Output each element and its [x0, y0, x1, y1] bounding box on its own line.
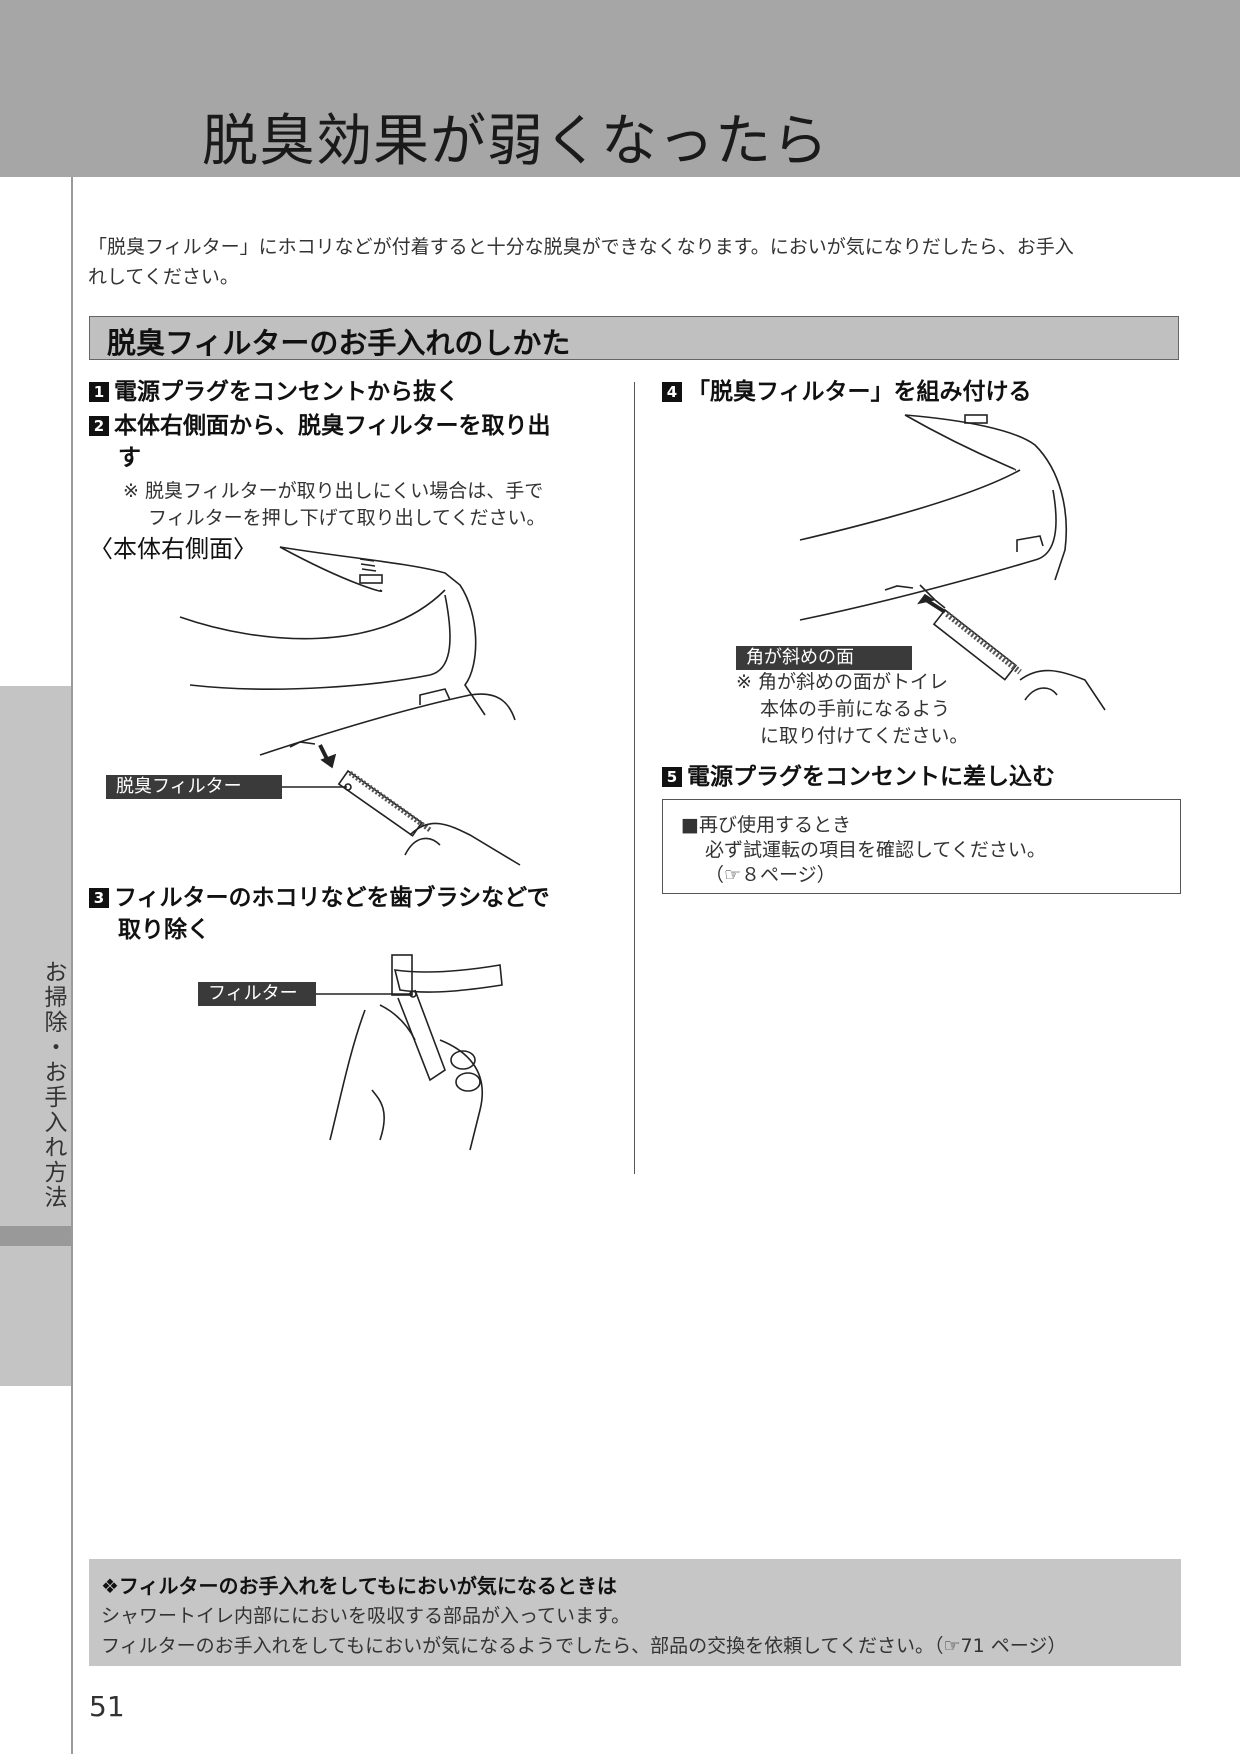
footer-line: シャワートイレ内部ににおいを吸収する部品が入っています。	[101, 1605, 631, 1627]
step-4-note: ※ 角が斜めの面がトイレ 本体の手前になるよう に取り付けてください。	[736, 669, 968, 750]
page-header: 脱臭効果が弱くなったら	[0, 0, 1240, 177]
chapter-tab	[0, 686, 71, 1386]
step-number: 5	[662, 767, 682, 787]
filter-callout-leader	[282, 783, 352, 791]
footer-heading: ❖フィルターのお手入れをしてもにおいが気になるときは	[101, 1574, 617, 1598]
section-title: 脱臭フィルターのお手入れのしかた	[107, 326, 571, 360]
filter-cleaning-illustration	[329, 954, 503, 1151]
reuse-line: 必ず試運転の項目を確認してください。	[705, 839, 1046, 861]
section-heading: 脱臭フィルターのお手入れのしかた	[89, 316, 1179, 360]
intro-line: れしてください。	[88, 266, 239, 288]
reuse-info-box: ■再び使用するとき 必ず試運転の項目を確認してください。 （☞８ページ）	[662, 799, 1181, 894]
view-label: 〈本体右側面〉	[89, 535, 257, 563]
filter-callout-leader	[316, 990, 417, 998]
step-text: 本体右側面から、脱臭フィルターを取り出	[114, 413, 551, 439]
footer-notice: ❖フィルターのお手入れをしてもにおいが気になるときは シャワートイレ内部ににおい…	[89, 1559, 1181, 1666]
note-line: ※ 角が斜めの面がトイレ	[736, 671, 948, 693]
note-line: フィルターを押し下げて取り出してください。	[148, 507, 546, 529]
step-4: 4「脱臭フィルター」を組み付ける	[662, 376, 1032, 408]
filter-callout: 脱臭フィルター	[106, 775, 282, 799]
chapter-tab-label: お掃除・お手入れ方法	[40, 960, 66, 1210]
step-number: 2	[89, 416, 109, 436]
chapter-tab-marker	[0, 1226, 71, 1246]
intro-line: 「脱臭フィルター」にホコリなどが付着すると十分な脱臭ができなくなります。においが…	[88, 236, 1074, 258]
step-text: フィルターのホコリなどを歯ブラシなどで	[114, 885, 550, 911]
reuse-heading: ■再び使用するとき	[681, 814, 851, 836]
column-divider	[634, 382, 635, 1174]
step-number: 3	[89, 888, 109, 908]
toilet-side-illustration	[179, 546, 521, 866]
note-line: 本体の手前になるよう	[760, 698, 951, 720]
intro-text: 「脱臭フィルター」にホコリなどが付着すると十分な脱臭ができなくなります。においが…	[88, 232, 1178, 292]
filter-attach-illustration	[799, 414, 1106, 711]
step-2-note: ※ 脱臭フィルターが取り出しにくい場合は、手で フィルターを押し下げて取り出して…	[123, 478, 545, 532]
step-3-continued: 取り除く	[118, 917, 210, 943]
angled-face-callout: 角が斜めの面	[736, 646, 912, 670]
margin-rule	[71, 177, 73, 1754]
step-number: 4	[662, 382, 682, 402]
step-text: 電源プラグをコンセントから抜く	[114, 379, 459, 405]
footer-line: フィルターのお手入れをしてもにおいが気になるようでしたら、部品の交換を依頼してく…	[101, 1635, 1067, 1657]
page-title: 脱臭効果が弱くなったら	[202, 109, 829, 174]
note-line: に取り付けてください。	[760, 725, 969, 747]
step-2-continued: す	[118, 445, 141, 471]
step-text: 電源プラグをコンセントに差し込む	[687, 764, 1055, 790]
step-number: 1	[89, 382, 109, 402]
note-line: ※ 脱臭フィルターが取り出しにくい場合は、手で	[123, 480, 544, 502]
reuse-page-reference: （☞８ページ）	[705, 864, 836, 886]
filter-callout: フィルター	[198, 982, 316, 1006]
step-text: 「脱臭フィルター」を組み付ける	[687, 379, 1032, 405]
page-number: 51	[89, 1690, 125, 1723]
